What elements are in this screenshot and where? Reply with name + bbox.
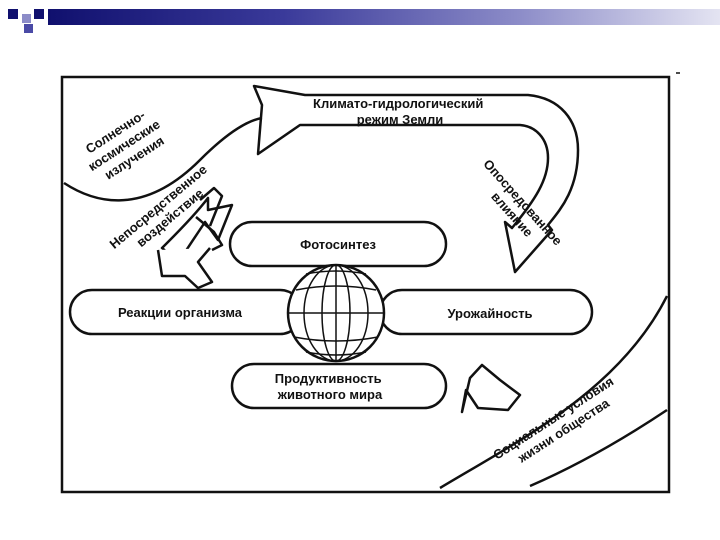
diagram-frame xyxy=(60,75,671,494)
photosynthesis-label: Фотосинтез xyxy=(300,237,376,252)
header-square-4 xyxy=(24,24,33,33)
header-square-1 xyxy=(8,9,18,19)
to-organism-arrow xyxy=(156,247,214,290)
header-gradient xyxy=(48,9,720,25)
solar-radiation-label: Солнечно- космические излучения xyxy=(77,101,175,187)
header-square-2 xyxy=(22,14,31,23)
direct-impact-arrow-tail xyxy=(199,186,224,227)
globe-icon xyxy=(286,263,386,363)
header-square-3 xyxy=(34,9,44,19)
slide-header-bar xyxy=(0,0,720,34)
organism-reactions-label: Реакции организма xyxy=(118,305,243,320)
climate-arrow-outline xyxy=(252,84,580,274)
social-arrow xyxy=(460,363,522,414)
climate-regime-label: Климато-гидрологический режим Земли xyxy=(313,96,487,127)
social-arc-inner xyxy=(529,408,668,488)
animal-productivity-label: Продуктивность животного мира xyxy=(275,371,385,402)
solar-radiation-line xyxy=(63,116,263,202)
animal-productivity-box xyxy=(230,362,448,410)
crop-yield-label: Урожайность xyxy=(447,306,532,321)
direct-down-arrow xyxy=(195,216,224,252)
social-arc-outer xyxy=(439,295,669,490)
